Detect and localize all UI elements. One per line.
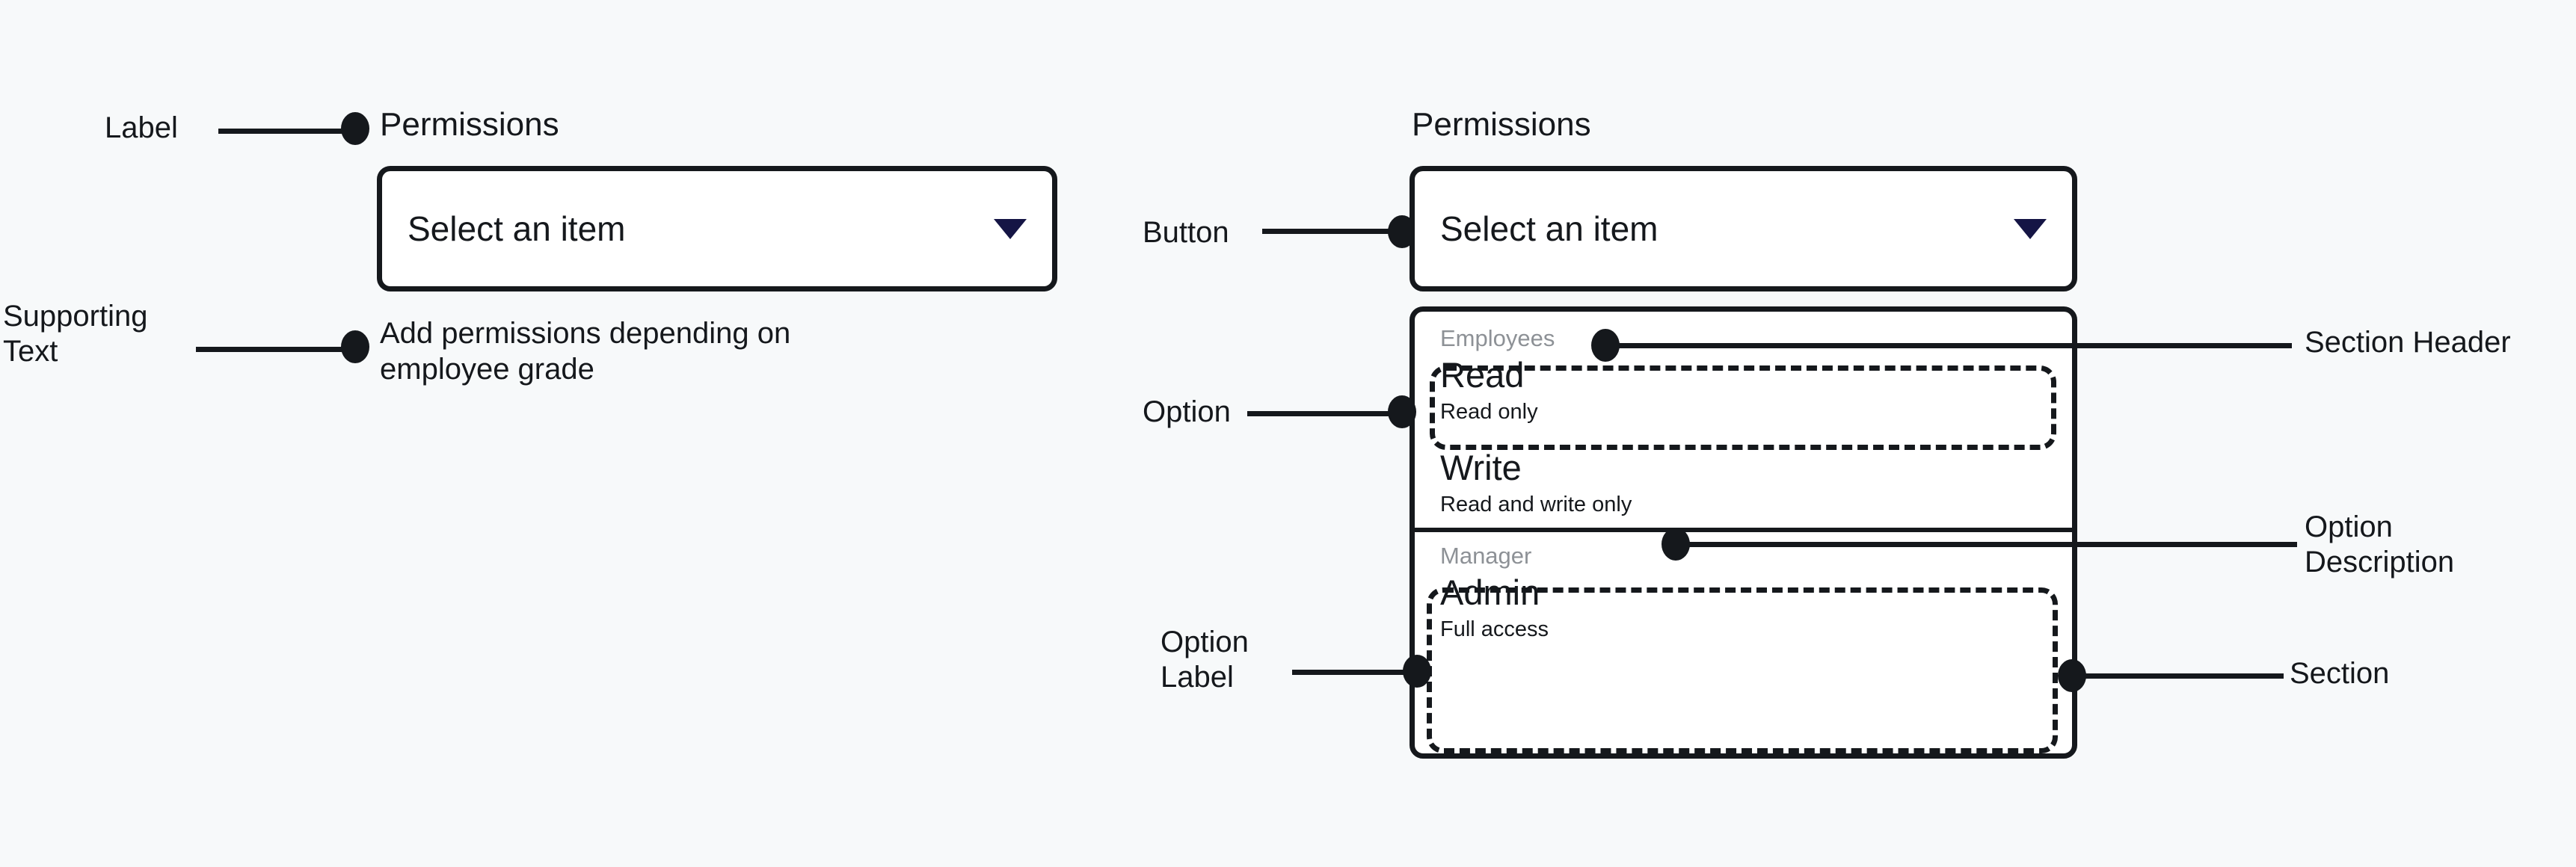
annotation-label-section-header: Section Header — [2305, 326, 2511, 359]
option-description-write: Read and write only — [1440, 493, 1632, 516]
listbox-option-write[interactable]: Write Read and write only — [1415, 435, 2072, 528]
annotation-endpoint-dot-label — [341, 112, 369, 145]
annotation-label-option-label: Option Label — [1161, 626, 1249, 694]
annotation-leader-line-supporting-text — [196, 347, 351, 352]
annotation-leader-line-option — [1247, 411, 1398, 416]
option-label-read: Read — [1440, 355, 1525, 395]
permissions-field-label-right: Permissions — [1412, 106, 1591, 143]
permissions-field-label: Permissions — [380, 106, 559, 143]
annotation-label-option-description: Option Description — [2305, 510, 2455, 578]
permissions-supporting-text: Add permissions depending on employee gr… — [380, 317, 791, 386]
listbox-option-admin[interactable]: Admin Full access — [1415, 567, 2072, 652]
permissions-select-button[interactable]: Select an item — [377, 166, 1057, 291]
annotation-endpoint-dot-section-header — [1591, 329, 1620, 362]
chevron-down-icon-right — [2014, 218, 2047, 239]
annotation-leader-line-label — [218, 129, 351, 134]
option-label-admin: Admin — [1440, 573, 1540, 612]
listbox-section-divider — [1415, 528, 2072, 532]
annotation-label-section: Section — [2290, 657, 2390, 690]
annotation-endpoint-dot-option — [1388, 395, 1416, 428]
annotation-label-label: Label — [105, 111, 178, 144]
permissions-select-value-right: Select an item — [1440, 209, 1659, 248]
annotation-label-supporting-text: Supporting Text — [3, 300, 148, 368]
option-label-write: Write — [1440, 448, 1522, 487]
permissions-select-button-right[interactable]: Select an item — [1410, 166, 2077, 291]
listbox-option-read[interactable]: Read Read only — [1415, 350, 2072, 435]
annotation-endpoint-dot-supporting-text — [341, 330, 369, 363]
permissions-select-value: Select an item — [408, 209, 626, 248]
annotation-leader-line-section-header — [1615, 343, 2292, 348]
annotation-leader-line-option-description — [1684, 542, 2297, 547]
section-header-manager: Manager — [1440, 543, 1532, 569]
annotation-leader-line-option-label — [1292, 670, 1413, 675]
option-description-admin: Full access — [1440, 617, 1549, 641]
listbox-section-manager: Manager Admin Full access — [1415, 532, 2072, 652]
permissions-listbox[interactable]: Employees Read Read only Write Read and … — [1410, 306, 2077, 759]
chevron-down-icon — [994, 218, 1027, 239]
section-header-employees: Employees — [1440, 325, 1555, 351]
listbox-section-employees: Employees Read Read only Write Read and … — [1415, 312, 2072, 528]
annotation-leader-line-section — [2080, 673, 2284, 679]
annotation-endpoint-dot-option-label — [1403, 655, 1431, 688]
annotation-label-button: Button — [1143, 216, 1229, 249]
annotation-leader-line-button — [1262, 229, 1398, 234]
option-description-read: Read only — [1440, 400, 1538, 424]
annotation-label-option: Option — [1143, 395, 1231, 428]
